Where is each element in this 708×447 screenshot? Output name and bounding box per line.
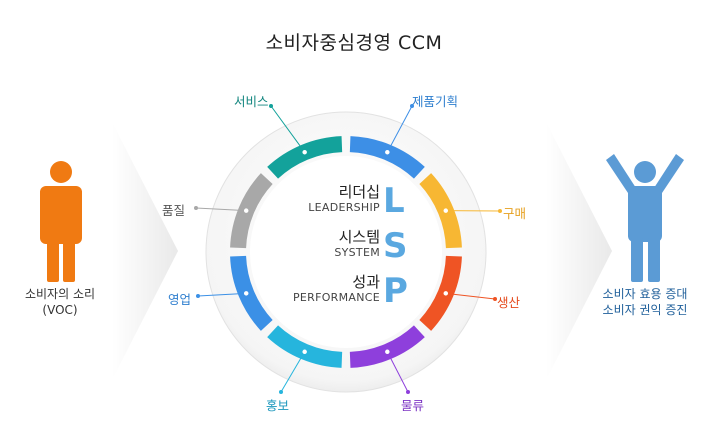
ring-segment-product-planning bbox=[349, 136, 425, 179]
ring-leaders bbox=[194, 104, 502, 394]
page-title: 소비자중심경영 CCM bbox=[265, 32, 443, 54]
ring-segment-quality bbox=[230, 173, 273, 249]
center-item-leadership: 리더십 LEADERSHIP bbox=[282, 183, 380, 215]
person-icon-right bbox=[606, 154, 684, 282]
ring-segment-purchase bbox=[419, 173, 462, 249]
segment-dot-promotion bbox=[300, 348, 309, 356]
center-en: SYSTEM bbox=[334, 246, 380, 259]
center-item-system: 시스템 SYSTEM bbox=[282, 228, 380, 260]
center-item-performance: 성과 PERFORMANCE bbox=[270, 273, 380, 305]
leader-line-production bbox=[445, 292, 496, 300]
ring-label-promotion: 홍보 bbox=[266, 398, 290, 413]
segment-dot-quality bbox=[242, 206, 250, 215]
leader-line-quality bbox=[195, 207, 247, 212]
letter-p: P bbox=[383, 271, 408, 311]
center-en: PERFORMANCE bbox=[292, 291, 380, 304]
right-arrow-shape bbox=[546, 122, 612, 380]
leader-end-dot-logistics bbox=[406, 390, 410, 394]
segment-dot-production bbox=[442, 289, 450, 298]
segment-dot-purchase bbox=[442, 206, 450, 215]
benefit-caption: 소비자 효용 증대 소비자 권익 증진 bbox=[586, 286, 704, 318]
left-arrow-shape bbox=[112, 122, 178, 380]
letter-l: L bbox=[383, 181, 405, 221]
leader-line-promotion bbox=[280, 351, 306, 393]
benefit-line-2: 소비자 권익 증진 bbox=[602, 303, 688, 317]
ring-label-purchase: 구매 bbox=[503, 206, 527, 221]
center-ko: 성과 bbox=[352, 273, 380, 291]
voc-caption: 소비자의 소리 (VOC) bbox=[8, 286, 112, 318]
ring-label-product-planning: 제품기획 bbox=[412, 94, 459, 109]
person-icon-left bbox=[40, 161, 82, 282]
ring-label-logistics: 물류 bbox=[401, 398, 425, 413]
outer-disc bbox=[205, 111, 487, 393]
leader-end-dot-purchase bbox=[498, 209, 502, 213]
leader-end-dot-sales bbox=[196, 294, 200, 298]
ring-label-quality: 품질 bbox=[162, 203, 186, 218]
letter-s: S bbox=[383, 226, 408, 266]
voc-line-1: 소비자의 소리 bbox=[24, 287, 96, 301]
segment-dot-logistics bbox=[383, 348, 392, 356]
ring-label-service: 서비스 bbox=[234, 94, 269, 109]
ring-segment-sales bbox=[230, 255, 273, 331]
segment-dot-service bbox=[300, 148, 309, 156]
leader-end-dot-production bbox=[493, 297, 497, 301]
leader-line-logistics bbox=[386, 351, 409, 393]
leader-end-dot-service bbox=[269, 104, 273, 108]
voc-line-2: (VOC) bbox=[42, 303, 78, 317]
leader-line-sales bbox=[197, 292, 247, 297]
benefit-line-1: 소비자 효용 증대 bbox=[602, 287, 688, 301]
segment-dot-sales bbox=[242, 289, 250, 298]
leader-line-service bbox=[270, 105, 306, 153]
leader-end-dot-product-planning bbox=[410, 104, 414, 108]
ring-segments bbox=[230, 136, 462, 368]
center-ko: 시스템 bbox=[338, 228, 380, 246]
leader-end-dot-quality bbox=[194, 206, 198, 210]
ring-label-sales: 영업 bbox=[168, 292, 192, 307]
ring-segment-logistics bbox=[349, 325, 425, 368]
ring-label-production: 생산 bbox=[497, 295, 521, 310]
center-en: LEADERSHIP bbox=[308, 201, 380, 214]
ring-segment-service bbox=[267, 136, 343, 179]
center-ko: 리더십 bbox=[338, 183, 380, 201]
segment-dot-product-planning bbox=[383, 148, 392, 156]
leader-line-product-planning bbox=[386, 105, 413, 153]
leader-end-dot-promotion bbox=[279, 390, 283, 394]
ring-segment-promotion bbox=[267, 325, 343, 368]
ring-segment-production bbox=[419, 255, 462, 331]
